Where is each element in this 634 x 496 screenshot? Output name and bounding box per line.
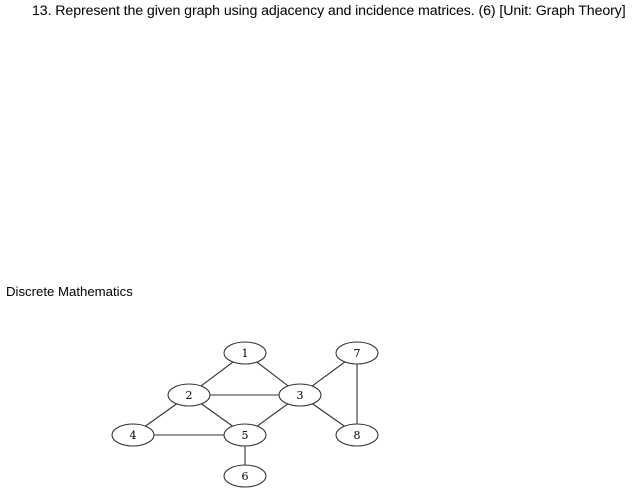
node-label: 7 xyxy=(354,347,361,360)
subject-label: Discrete Mathematics xyxy=(6,284,133,299)
node-6: 6 xyxy=(223,464,267,488)
node-label: 4 xyxy=(130,429,137,442)
node-7: 7 xyxy=(335,341,379,365)
node-2: 2 xyxy=(167,383,211,407)
node-4: 4 xyxy=(111,423,155,447)
node-label: 8 xyxy=(354,429,361,442)
node-8: 8 xyxy=(335,423,379,447)
node-label: 3 xyxy=(297,389,304,402)
node-label: 2 xyxy=(186,389,193,402)
node-5: 5 xyxy=(223,423,267,447)
question-text: 13. Represent the given graph using adja… xyxy=(32,3,626,19)
node-1: 1 xyxy=(223,341,267,365)
node-label: 1 xyxy=(242,347,249,360)
node-label: 5 xyxy=(242,429,249,442)
node-3: 3 xyxy=(278,383,322,407)
node-label: 6 xyxy=(242,470,249,483)
